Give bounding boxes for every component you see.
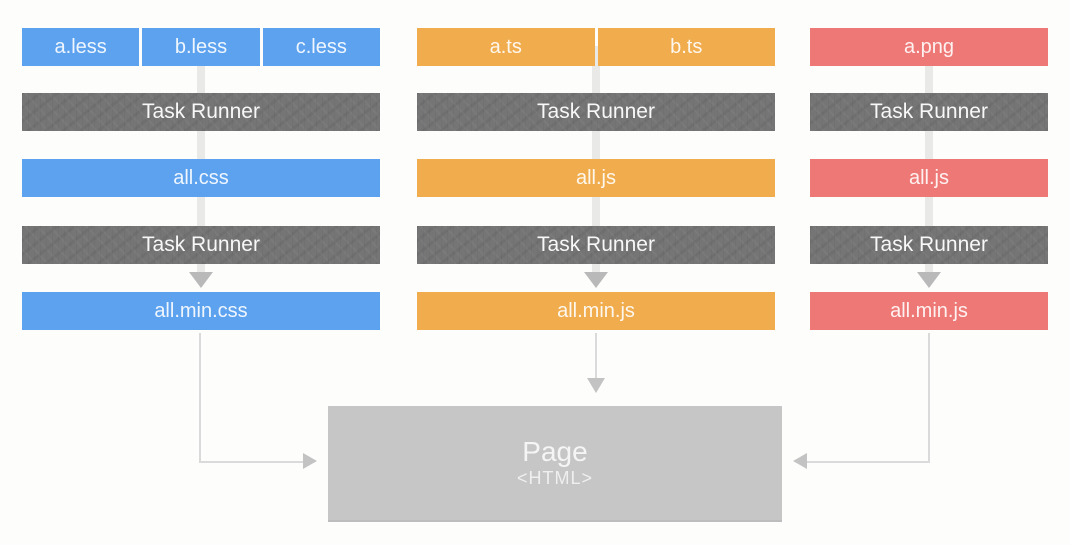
source-file-box: a.png — [810, 28, 1048, 66]
output-file-box: all.min.css — [22, 292, 380, 330]
pipeline-column-less: a.less b.less c.less Task Runner all.css… — [22, 28, 380, 331]
output-file-box: all.min.js — [810, 292, 1048, 330]
output-file-box: all.min.js — [417, 292, 775, 330]
source-file-box: c.less — [262, 28, 380, 66]
task-runner-box: Task Runner — [22, 226, 380, 264]
arrow-down-icon — [189, 272, 213, 288]
connector-elbow-line — [806, 333, 930, 463]
connector-line — [595, 333, 597, 378]
task-runner-box: Task Runner — [417, 226, 775, 264]
source-files-row: a.less b.less c.less — [22, 28, 380, 66]
arrow-right-icon — [303, 453, 317, 469]
source-file-label: b.less — [174, 36, 228, 58]
bundle-file-box: all.js — [810, 159, 1048, 197]
source-file-box: b.ts — [597, 28, 775, 66]
task-runner-box: Task Runner — [22, 93, 380, 131]
task-runner-box: Task Runner — [810, 226, 1048, 264]
pipeline-column-ts: a.ts b.ts Task Runner all.js Task Runner… — [417, 28, 775, 331]
connector-elbow-line — [199, 333, 309, 463]
arrow-left-icon — [793, 453, 807, 469]
arrow-down-icon — [584, 272, 608, 288]
arrow-down-icon — [587, 378, 605, 393]
source-files-row: a.png — [810, 28, 1048, 66]
task-runner-box: Task Runner — [810, 93, 1048, 131]
source-file-label: b.ts — [670, 36, 703, 58]
source-files-row: a.ts b.ts — [417, 28, 775, 66]
source-file-label: c.less — [295, 36, 347, 58]
page-title: Page — [522, 436, 588, 467]
source-file-box: a.ts — [417, 28, 595, 66]
task-runner-box: Task Runner — [417, 93, 775, 131]
source-file-box: b.less — [142, 28, 260, 66]
arrow-down-icon — [917, 272, 941, 288]
source-file-label: a.ts — [489, 36, 522, 58]
pipeline-column-png: a.png Task Runner all.js Task Runner all… — [810, 28, 1048, 331]
source-file-box: a.less — [22, 28, 140, 66]
bundle-file-box: all.js — [417, 159, 775, 197]
page-subtitle: <HTML> — [516, 468, 594, 488]
source-file-label: a.png — [903, 36, 955, 58]
source-file-label: a.less — [54, 36, 107, 58]
page-box: Page <HTML> — [328, 406, 782, 522]
bundle-file-box: all.css — [22, 159, 380, 197]
